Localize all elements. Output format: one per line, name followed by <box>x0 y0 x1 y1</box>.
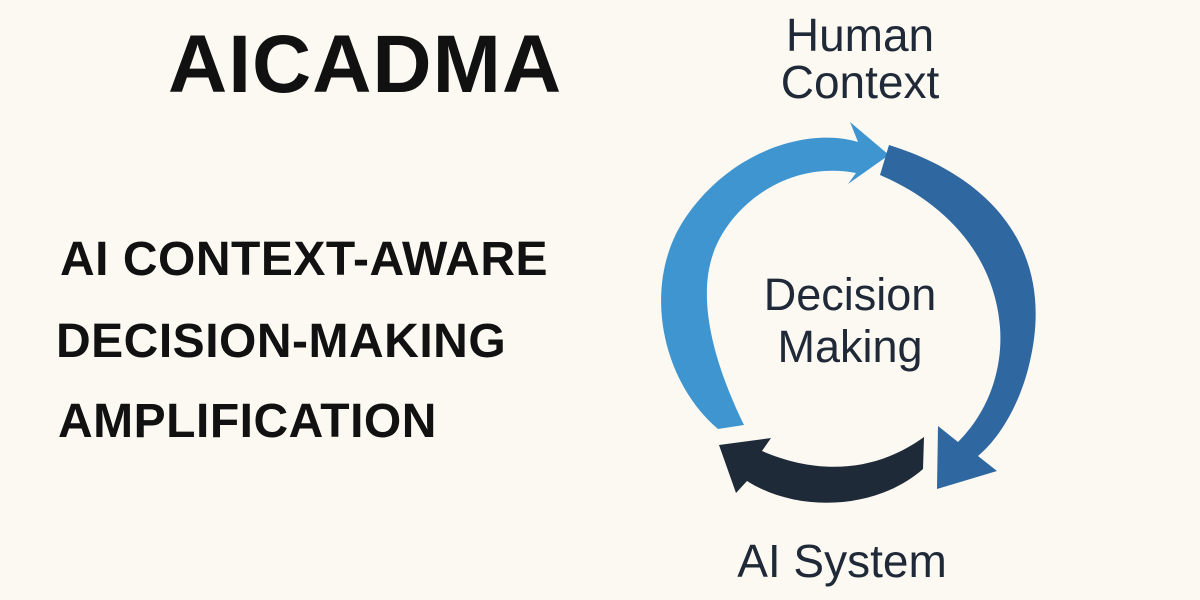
page-title: AICADMA <box>168 19 563 110</box>
dark-blue-cycle-arrow <box>880 145 1036 489</box>
subtitle-line-1: AI CONTEXT-AWARE <box>60 233 549 286</box>
human-label-line: Human <box>785 9 935 61</box>
context-label-line: Context <box>780 55 940 108</box>
decision-making-label: Decision Making <box>735 269 965 373</box>
decision-label-line: Decision <box>763 269 937 320</box>
making-label-line: Making <box>777 321 923 373</box>
ai-system-label: AI System <box>737 535 947 587</box>
human-context-label: Human Context <box>760 12 960 106</box>
navy-cycle-arrow <box>719 437 924 503</box>
light-blue-cycle-arrow <box>661 122 889 429</box>
subtitle-line-2: DECISION-MAKING <box>56 315 507 368</box>
subtitle-line-3: AMPLIFICATION <box>58 395 437 448</box>
